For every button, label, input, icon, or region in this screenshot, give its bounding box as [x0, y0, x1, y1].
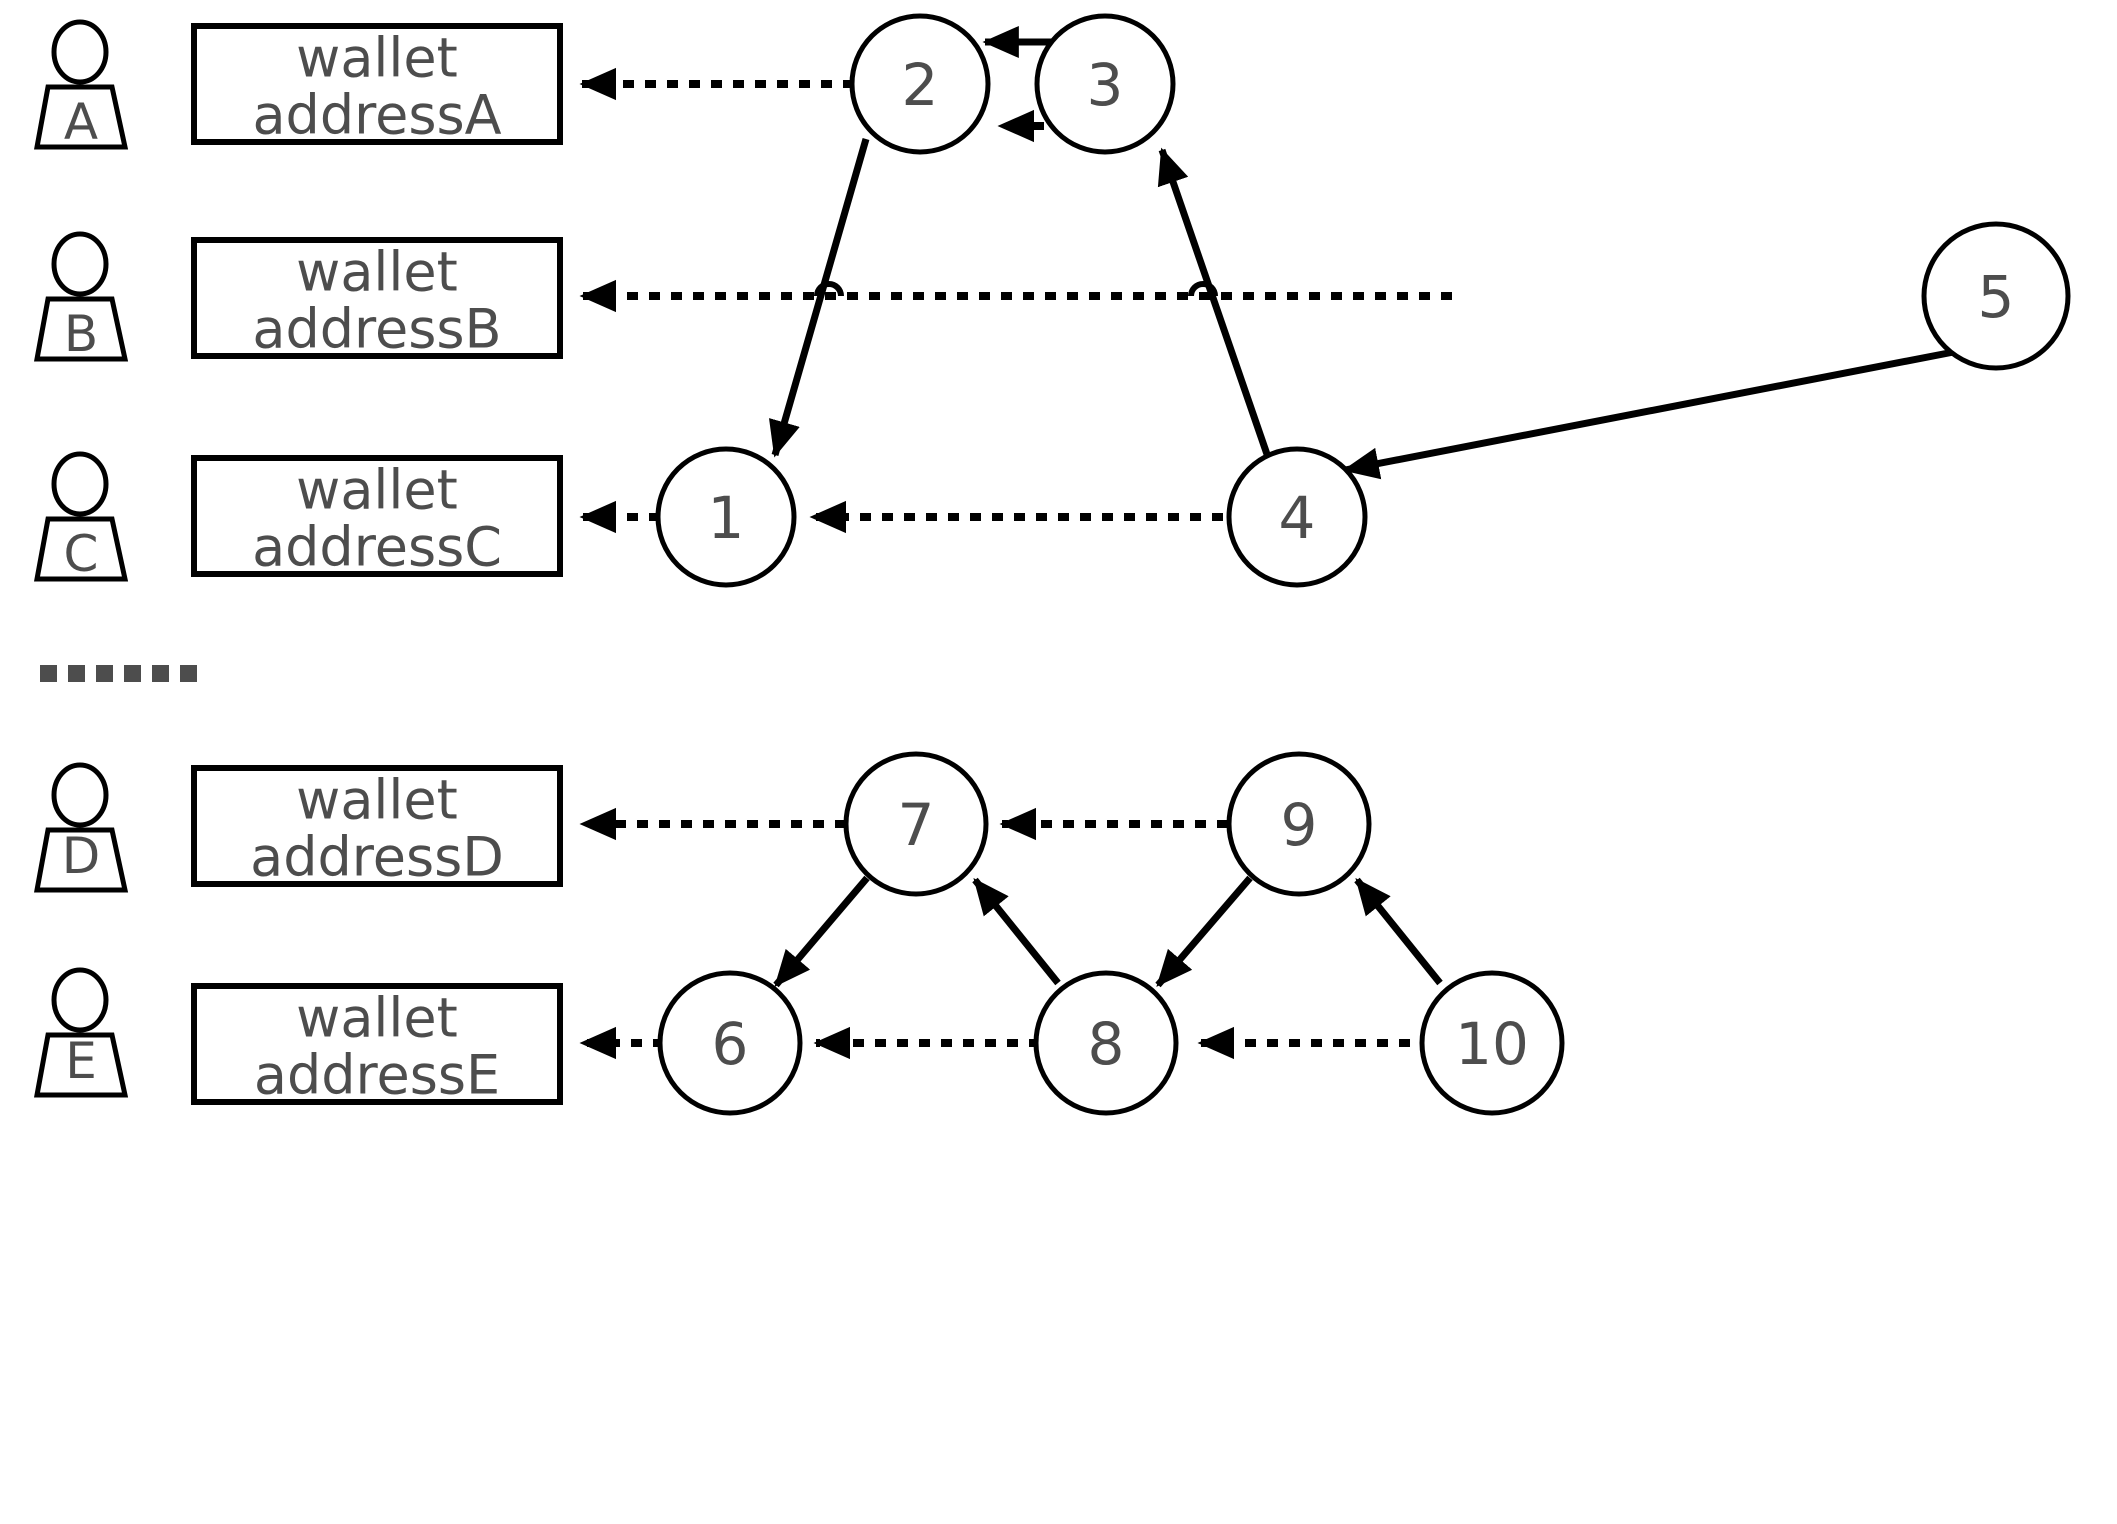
node-2-circle[interactable]: [849, 13, 991, 155]
actor-body-icon: [34, 516, 129, 582]
wallet-a-box[interactable]: [191, 23, 563, 145]
actor-head-icon: [51, 762, 109, 828]
wallet-a-line1: wallet: [296, 27, 458, 90]
actor-body-icon: [34, 1032, 129, 1098]
node-10[interactable]: 10: [1419, 970, 1565, 1116]
wallet-c-line1: wallet: [296, 459, 458, 522]
ellipsis-dot: [124, 665, 141, 682]
edge-8-to-7: [972, 877, 1061, 986]
node-2-label: 2: [902, 51, 939, 119]
wallet-e-line2: addressE: [254, 1044, 500, 1107]
wallet-d-box[interactable]: [191, 765, 563, 887]
node-9[interactable]: 9: [1226, 751, 1372, 897]
edge-10-to-9: [1354, 877, 1443, 986]
edge-5-to-4: [1342, 346, 1965, 480]
node-8-label: 8: [1088, 1010, 1125, 1078]
actor-b: B: [34, 231, 129, 363]
node-4-label: 4: [1279, 484, 1316, 552]
wallet-d[interactable]: wallet addressD: [191, 765, 563, 889]
node-10-label: 10: [1455, 1010, 1529, 1078]
actor-d: D: [34, 762, 129, 893]
wallet-b-box[interactable]: [191, 237, 563, 359]
wallet-c-line2: addressC: [252, 516, 502, 579]
actor-c-label: C: [64, 525, 99, 583]
wallet-a-line2: addressA: [252, 84, 501, 147]
ellipsis-dot: [152, 665, 169, 682]
node-6-label: 6: [712, 1010, 749, 1078]
actor-e-label: E: [65, 1032, 97, 1090]
edge-7-to-6: [773, 875, 870, 988]
node-4[interactable]: 4: [1226, 446, 1368, 588]
actor-head-icon: [51, 967, 109, 1033]
node-7[interactable]: 7: [843, 751, 989, 897]
node-5-label: 5: [1978, 263, 2015, 331]
ellipsis-dot: [68, 665, 85, 682]
node-9-circle[interactable]: [1226, 751, 1372, 897]
node-7-circle[interactable]: [843, 751, 989, 897]
node-8[interactable]: 8: [1033, 970, 1179, 1116]
node-10-circle[interactable]: [1419, 970, 1565, 1116]
actor-d-label: D: [62, 827, 101, 885]
wallet-d-line1: wallet: [296, 769, 458, 832]
node-5[interactable]: 5: [1921, 221, 2071, 371]
wallet-a[interactable]: wallet addressA: [191, 23, 563, 147]
actor-b-label: B: [64, 305, 98, 363]
actor-body-icon: [34, 84, 129, 150]
node-6[interactable]: 6: [657, 970, 803, 1116]
wallet-d-line2: addressD: [250, 826, 504, 889]
line-hop-icon: [814, 281, 844, 297]
wallet-e[interactable]: wallet addressE: [191, 983, 563, 1107]
node-2[interactable]: 2: [849, 13, 991, 155]
actor-c: C: [34, 451, 129, 583]
actor-head-icon: [51, 231, 109, 297]
actor-head-icon: [51, 19, 109, 85]
wallet-c-box[interactable]: [191, 455, 563, 577]
node-1[interactable]: 1: [655, 446, 797, 588]
node-1-circle[interactable]: [655, 446, 797, 588]
line-hop-icon: [1188, 281, 1218, 297]
actor-head-icon: [51, 451, 109, 517]
wallet-b-line2: addressB: [252, 298, 501, 361]
node-3-circle[interactable]: [1034, 13, 1176, 155]
actor-e: E: [34, 967, 129, 1098]
actor-body-icon: [34, 827, 129, 893]
node-8-circle[interactable]: [1033, 970, 1179, 1116]
node-6-circle[interactable]: [657, 970, 803, 1116]
ellipsis-dot: [180, 665, 197, 682]
node-4-circle[interactable]: [1226, 446, 1368, 588]
edge-9-to-8: [1155, 875, 1253, 988]
node-3[interactable]: 3: [1034, 13, 1176, 155]
wallet-b-line1: wallet: [296, 241, 458, 304]
node-5-circle[interactable]: [1921, 221, 2071, 371]
wallet-e-box[interactable]: [191, 983, 563, 1105]
actor-a-label: A: [64, 93, 98, 151]
edge-4-to-3: [1157, 147, 1274, 465]
actor-body-icon: [34, 296, 129, 362]
actor-a: A: [34, 19, 129, 151]
node-9-label: 9: [1281, 791, 1318, 859]
wallet-b[interactable]: wallet addressB: [191, 237, 563, 361]
edge-2-to-1: [768, 138, 870, 458]
wallet-e-line1: wallet: [296, 987, 458, 1050]
node-7-label: 7: [898, 791, 935, 859]
ellipsis-dot: [96, 665, 113, 682]
section-ellipsis: [40, 665, 197, 682]
ellipsis-dot: [40, 665, 57, 682]
node-3-label: 3: [1087, 51, 1124, 119]
wallet-c[interactable]: wallet addressC: [191, 455, 563, 579]
node-1-label: 1: [708, 484, 745, 552]
